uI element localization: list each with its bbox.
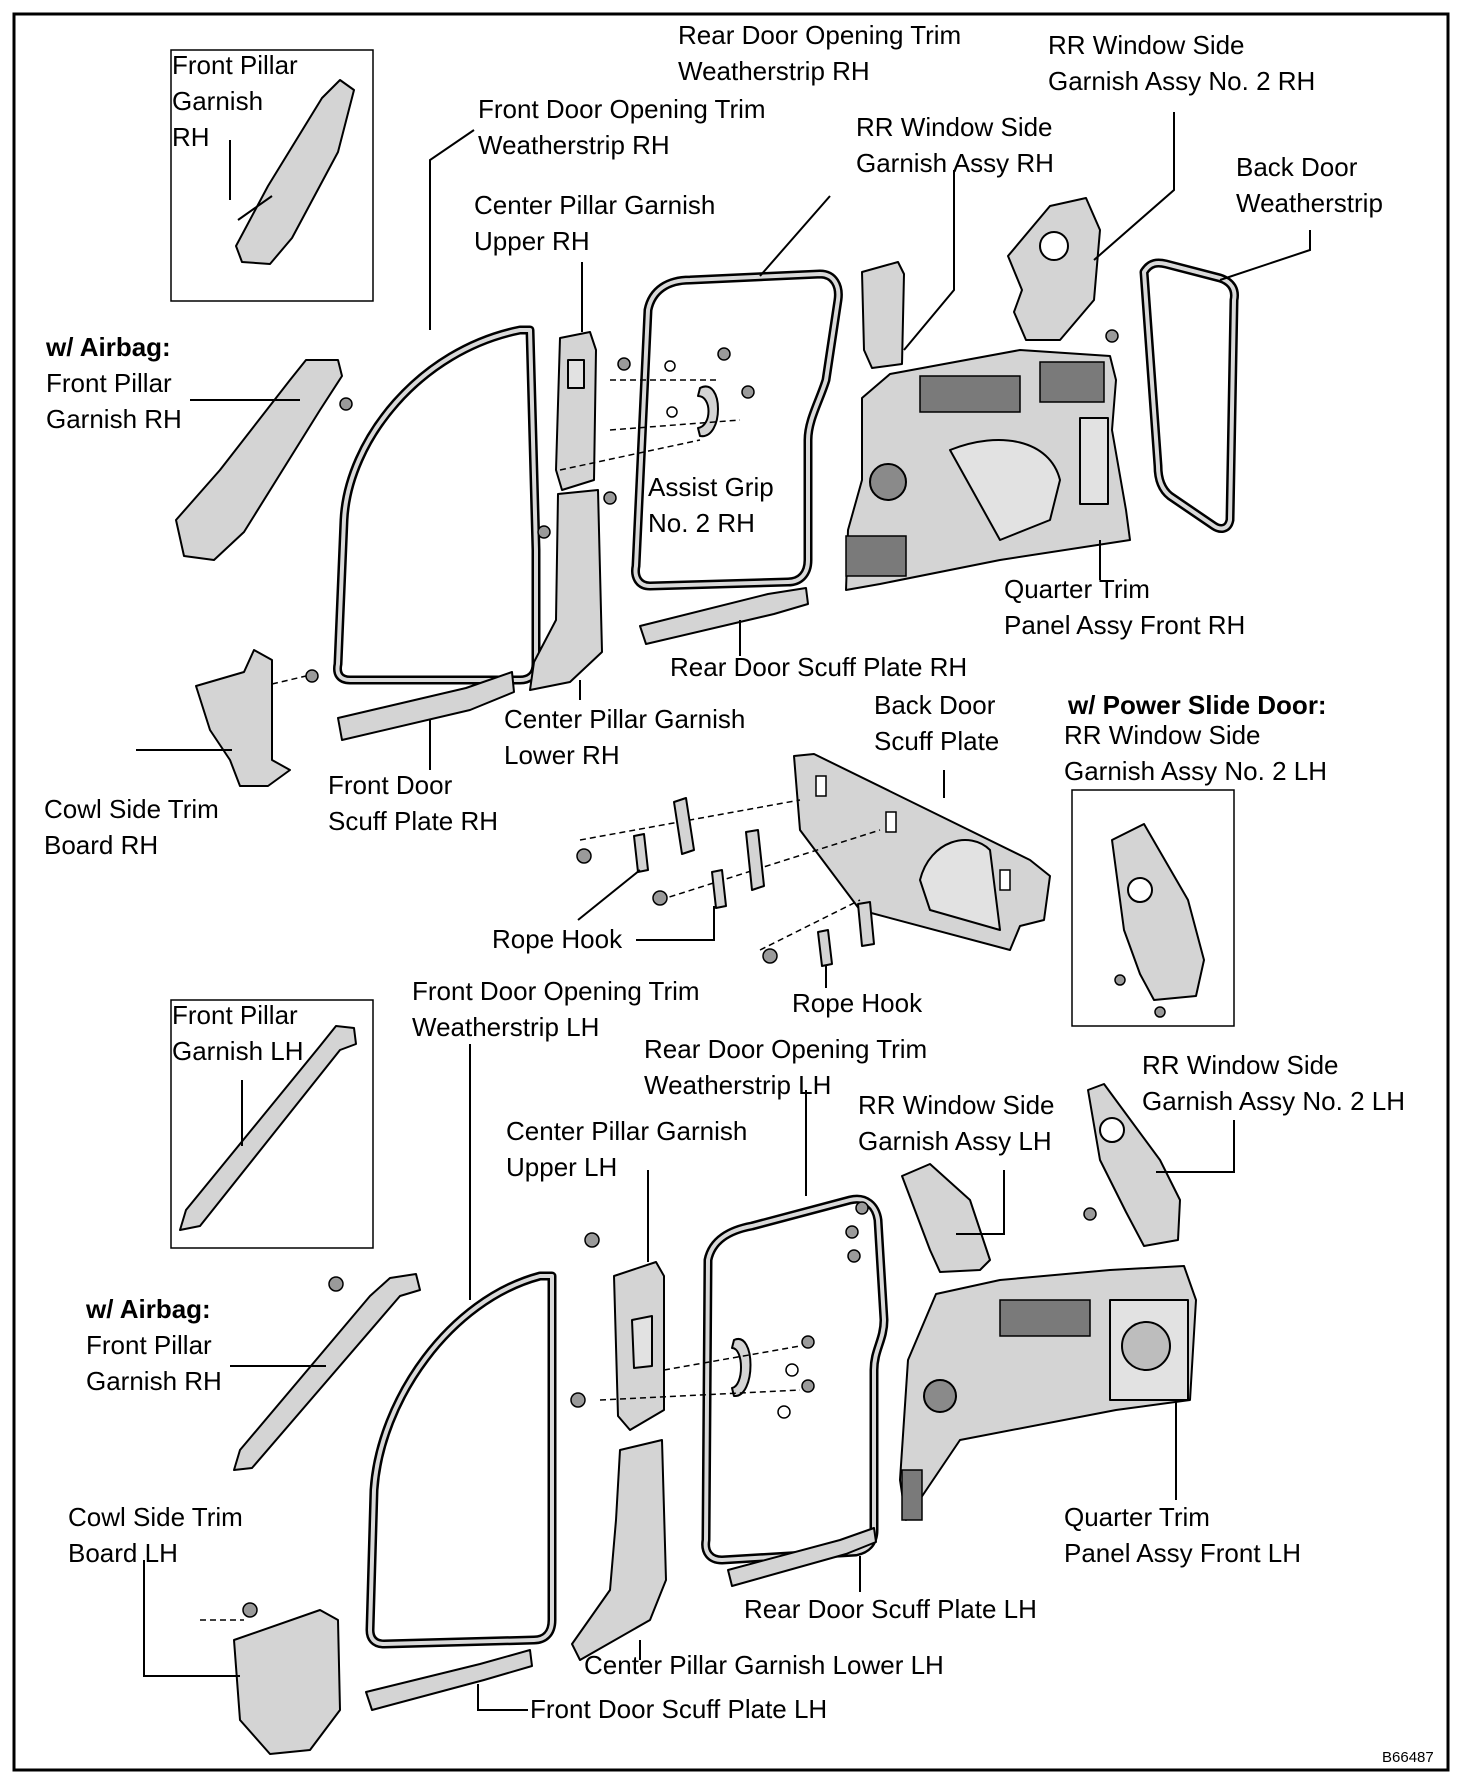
label-lh-front-door-ws-1: Front Door Opening Trim [412, 976, 700, 1006]
front-door-weatherstrip-rh [333, 129, 541, 685]
label-rh-center-upper-1: Center Pillar Garnish [474, 190, 715, 220]
label-lh-airbag-pillar-2: Garnish RH [86, 1366, 222, 1396]
label-rh-front-door-ws-2: Weatherstrip RH [478, 130, 670, 160]
label-rh-airbag-pillar-2: Garnish RH [46, 404, 182, 434]
label-lh-window-garnish-2: Garnish Assy LH [858, 1126, 1052, 1156]
front-door-scuff-plate-lh [365, 1649, 533, 1711]
quarter-trim-panel-front-lh [899, 1265, 1197, 1521]
label-rope-hook-2: Rope Hook [792, 988, 923, 1018]
assist-grip-lh [599, 1335, 815, 1419]
rr-window-side-garnish-no2-lh [1083, 1083, 1235, 1247]
label-rh-center-lower-1: Center Pillar Garnish [504, 704, 745, 734]
label-back-door-scuff-1: Back Door [874, 690, 996, 720]
center-pillar-garnish-upper-lh [570, 1170, 665, 1431]
label-lh-airbag-pillar-1: Front Pillar [86, 1330, 212, 1360]
label-lh-center-upper-1: Center Pillar Garnish [506, 1116, 747, 1146]
label-lh-rear-scuff: Rear Door Scuff Plate LH [744, 1594, 1037, 1624]
center-pillar-garnish-lower-rh [529, 489, 617, 700]
label-rh-rear-door-ws-2: Weatherstrip RH [678, 56, 870, 86]
label-lh-quarter-panel-2: Panel Assy Front LH [1064, 1538, 1301, 1568]
power-slide-door-garnish-inset [1071, 789, 1235, 1027]
label-rh-front-scuff-2: Scuff Plate RH [328, 806, 498, 836]
label-rh-center-upper-2: Upper RH [474, 226, 590, 256]
label-lh-center-lower: Center Pillar Garnish Lower LH [584, 1650, 944, 1680]
label-power-slide-heading: w/ Power Slide Door: [1067, 690, 1327, 720]
label-rh-window-garnish-2: Garnish Assy RH [856, 148, 1054, 178]
label-rh-quarter-panel-1: Quarter Trim [1004, 574, 1150, 604]
rr-window-side-garnish-lh [901, 1163, 1005, 1273]
rr-window-side-garnish-rh [861, 170, 955, 369]
label-assist-grip-1: Assist Grip [648, 472, 774, 502]
label-lh-center-upper-2: Upper LH [506, 1152, 617, 1182]
label-rope-hook-1: Rope Hook [492, 924, 623, 954]
label-lh-front-pillar-inset-2: Garnish LH [172, 1036, 304, 1066]
callout-labels: Front Pillar Garnish RH w/ Airbag: Front… [44, 20, 1434, 1766]
assist-grip-no2-rh [559, 347, 755, 471]
back-door-weatherstrip [1139, 230, 1311, 533]
label-rh-cowl-1: Cowl Side Trim [44, 794, 219, 824]
back-door-scuff-plate [579, 753, 1051, 951]
rear-door-scuff-plate-lh [727, 1527, 877, 1592]
front-door-weatherstrip-lh [365, 1044, 557, 1649]
center-pillar-garnish-lower-lh [571, 1439, 667, 1661]
label-lh-window-garnish-no2-2: Garnish Assy No. 2 LH [1142, 1086, 1405, 1116]
label-lh-rear-door-ws-2: Weatherstrip LH [644, 1070, 831, 1100]
label-rh-airbag-heading: w/ Airbag: [45, 332, 171, 362]
quarter-trim-panel-front-rh [845, 349, 1131, 591]
label-lh-cowl-1: Cowl Side Trim [68, 1502, 243, 1532]
airbag-front-pillar-garnish-rh [175, 359, 353, 561]
label-lh-front-door-ws-2: Weatherstrip LH [412, 1012, 599, 1042]
label-rh-front-scuff-1: Front Door [328, 770, 453, 800]
rr-window-side-garnish-no2-rh [1007, 112, 1175, 343]
label-rh-front-pillar-inset-3: RH [172, 122, 210, 152]
airbag-front-pillar-garnish-lower [230, 1273, 421, 1471]
label-rh-front-pillar-inset-2: Garnish [172, 86, 263, 116]
label-rh-window-garnish-no2-2: Garnish Assy No. 2 RH [1048, 66, 1315, 96]
label-rh-cowl-2: Board RH [44, 830, 158, 860]
label-assist-grip-2: No. 2 RH [648, 508, 755, 538]
label-back-door-scuff-2: Scuff Plate [874, 726, 999, 756]
label-lh-rear-door-ws-1: Rear Door Opening Trim [644, 1034, 927, 1064]
label-lh-front-pillar-inset-1: Front Pillar [172, 1000, 298, 1030]
label-rh-window-garnish-no2-1: RR Window Side [1048, 30, 1245, 60]
rear-door-weatherstrip-lh [701, 1090, 889, 1565]
diagram-code: B66487 [1382, 1749, 1434, 1766]
label-lh-window-garnish-1: RR Window Side [858, 1090, 1055, 1120]
front-pillar-garnish-rh-inset [170, 49, 374, 302]
label-lh-quarter-panel-1: Quarter Trim [1064, 1502, 1210, 1532]
label-rh-front-pillar-inset-1: Front Pillar [172, 50, 298, 80]
label-power-slide-garnish-1: RR Window Side [1064, 720, 1261, 750]
label-rh-center-lower-2: Lower RH [504, 740, 620, 770]
label-rh-airbag-pillar-1: Front Pillar [46, 368, 172, 398]
rear-door-weatherstrip-rh [631, 195, 843, 591]
cowl-side-trim-board-lh [143, 1560, 341, 1755]
label-back-door-ws-2: Weatherstrip [1236, 188, 1383, 218]
label-lh-airbag-heading: w/ Airbag: [85, 1294, 211, 1324]
label-lh-cowl-2: Board LH [68, 1538, 178, 1568]
label-rh-quarter-panel-2: Panel Assy Front RH [1004, 610, 1245, 640]
diagram-frame [12, 12, 1450, 1772]
label-rh-rear-door-ws-1: Rear Door Opening Trim [678, 20, 961, 50]
front-pillar-garnish-lh-inset [170, 999, 374, 1249]
label-lh-window-garnish-no2-1: RR Window Side [1142, 1050, 1339, 1080]
center-pillar-garnish-upper-rh [555, 262, 631, 491]
label-rh-window-garnish-1: RR Window Side [856, 112, 1053, 142]
label-rh-front-door-ws-1: Front Door Opening Trim [478, 94, 766, 124]
label-back-door-ws-1: Back Door [1236, 152, 1358, 182]
rear-door-scuff-plate-rh [639, 587, 809, 656]
label-lh-front-scuff: Front Door Scuff Plate LH [530, 1694, 827, 1724]
front-door-scuff-plate-rh [337, 671, 515, 770]
label-rh-rear-scuff: Rear Door Scuff Plate RH [670, 652, 967, 682]
cowl-side-trim-board-rh [136, 649, 319, 787]
rope-hooks [576, 797, 875, 988]
label-power-slide-garnish-2: Garnish Assy No. 2 LH [1064, 756, 1327, 786]
